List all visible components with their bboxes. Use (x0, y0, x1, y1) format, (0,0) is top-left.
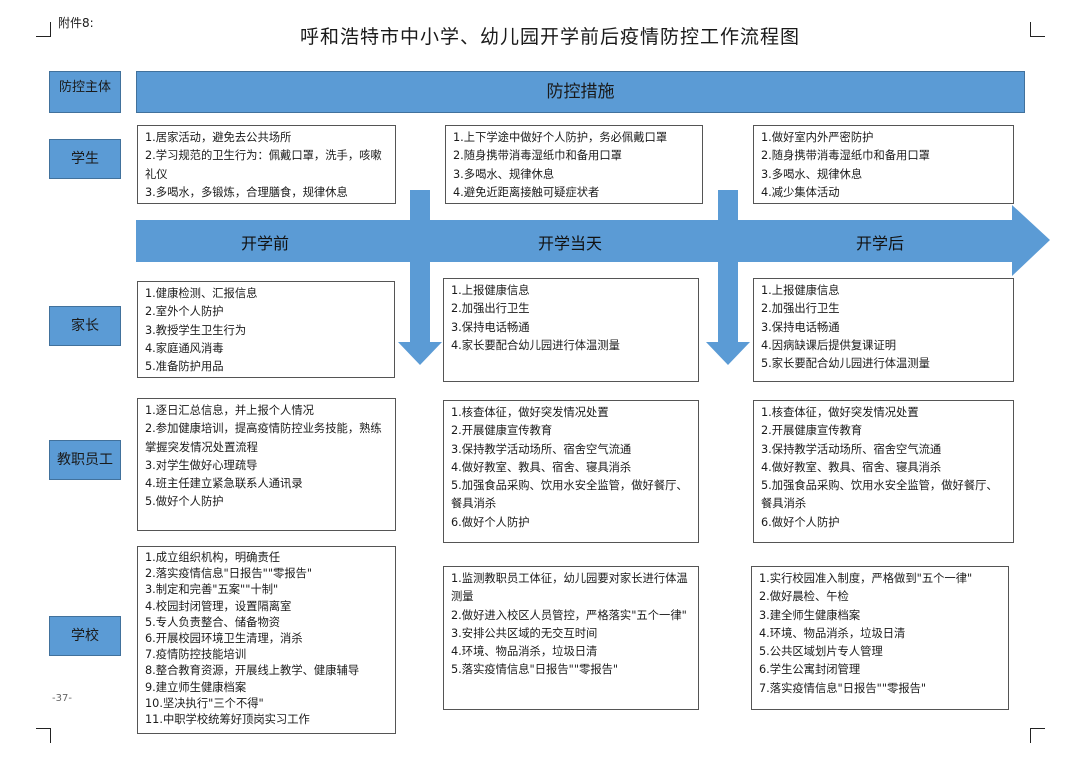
timeline-label-day: 开学当天 (537, 234, 602, 253)
students-day-box: 1.上下学途中做好个人防护，务必佩戴口罩 2.随身携带消毒湿纸巾和备用口罩 3.… (445, 125, 703, 204)
list-item: 5.专人负责整合、储备物资 (145, 615, 281, 629)
list-item: 3.多喝水，多锻炼，合理膳食，规律休息 (145, 185, 348, 199)
list-item: 6.开展校园环境卫生清理，消杀 (145, 632, 303, 646)
list-item: 1.上下学途中做好个人防护，务必佩戴口罩 (453, 131, 668, 144)
staff-after-box: 1.核查体征，做好突发情况处置 2.开展健康宣传教育 3.保持教学活动场所、宿舍… (753, 400, 1014, 543)
list-item: 2.落实疫情信息"日报告""零报告" (145, 567, 313, 581)
down-arrow-2 (706, 190, 750, 365)
list-item: 4.家长要配合幼儿园进行体温测量 (451, 338, 620, 352)
list-item: 1.实行校园准入制度，严格做到"五个一律" (759, 572, 973, 585)
subject-header: 防控主体 (49, 71, 121, 113)
students-after-box: 1.做好室内外严密防护 2.随身携带消毒湿纸巾和备用口罩 3.多喝水、规律休息 … (753, 125, 1014, 204)
list-item: 1.核查体征，做好突发情况处置 (451, 406, 609, 419)
list-item: 3.保持教学活动场所、宿舍空气流通 (451, 442, 632, 456)
page-title: 呼和浩特市中小学、幼儿园开学前后疫情防控工作流程图 (299, 26, 800, 48)
list-item: 3.对学生做好心理疏导 (145, 458, 258, 472)
crop-mark-top-left (36, 22, 51, 37)
attachment-label: 附件8: (58, 16, 94, 30)
list-item: 1.上报健康信息 (451, 284, 530, 297)
list-item: 6.做好个人防护 (451, 515, 530, 529)
list-item: 6.学生公寓封闭管理 (759, 663, 861, 677)
list-item: 4.避免近距离接触可疑症状者 (453, 185, 600, 199)
list-item: 3.安排公共区域的无交互时间 (451, 626, 598, 640)
list-item: 3.保持电话畅通 (451, 320, 530, 334)
list-item: 4.减少集体活动 (761, 185, 840, 199)
list-item: 3.建全师生健康档案 (759, 608, 861, 622)
list-item: 3.多喝水、规律休息 (761, 167, 863, 181)
list-item: 2.做好进入校区人员管控，严格落实"五个一律" (451, 608, 687, 622)
parents-before-box: 1.健康检测、汇报信息 2.室外个人防护 3.教授学生卫生行为 4.家庭通风消毒… (137, 281, 395, 378)
list-item: 11.中职学校统筹好顶岗实习工作 (145, 713, 310, 727)
list-item: 5.做好个人防护 (145, 495, 224, 509)
list-item: 4.班主任建立紧急联系人通讯录 (145, 477, 303, 491)
list-item: 1.健康检测、汇报信息 (145, 287, 258, 300)
timeline-label-after: 开学后 (855, 234, 904, 253)
crop-mark-bottom-left (36, 728, 51, 743)
list-item: 2.学习规范的卫生行为：佩戴口罩，洗手，咳嗽礼仪 (145, 149, 382, 181)
list-item: 4.做好教室、教具、宿舍、寝具消杀 (761, 460, 942, 474)
timeline-label-before: 开学前 (240, 234, 289, 253)
list-item: 4.环境、物品消杀，垃圾日清 (759, 626, 906, 640)
list-item: 5.公共区域划片专人管理 (759, 645, 883, 659)
list-item: 2.室外个人防护 (145, 305, 224, 319)
crop-mark-bottom-right (1030, 728, 1045, 743)
subject-students: 学生 (49, 139, 121, 179)
list-item: 5.准备防护用品 (145, 360, 224, 374)
list-item: 2.开展健康宣传教育 (451, 424, 553, 438)
list-item: 4.家庭通风消毒 (145, 341, 224, 355)
school-after-box: 1.实行校园准入制度，严格做到"五个一律" 2.做好晨检、午检 3.建全师生健康… (751, 566, 1009, 710)
list-item: 6.做好个人防护 (761, 515, 840, 529)
subject-staff: 教职员工 (49, 440, 121, 480)
parents-after-box: 1.上报健康信息 2.加强出行卫生 3.保持电话畅通 4.因病缺课后提供复课证明… (753, 278, 1014, 382)
list-item: 4.因病缺课后提供复课证明 (761, 338, 897, 352)
subject-parents: 家长 (49, 306, 121, 346)
list-item: 1.居家活动，避免去公共场所 (145, 131, 292, 144)
list-item: 9.建立师生健康档案 (145, 680, 247, 694)
list-item: 10.坚决执行"三个不得" (145, 696, 264, 710)
list-item: 3.保持电话畅通 (761, 320, 840, 334)
list-item: 1.成立组织机构，明确责任 (145, 551, 281, 564)
list-item: 5.加强食品采购、饮用水安全监管，做好餐厅、餐具消杀 (451, 479, 688, 511)
list-item: 1.监测教职员工体征，幼儿园要对家长进行体温测量 (451, 572, 688, 604)
list-item: 2.加强出行卫生 (451, 302, 530, 316)
down-arrow-1 (398, 190, 442, 365)
staff-before-box: 1.逐日汇总信息，并上报个人情况 2.参加健康培训，提高疫情防控业务技能，熟练掌… (137, 398, 396, 531)
page-number: -37- (52, 693, 72, 704)
subject-school: 学校 (49, 616, 121, 656)
list-item: 8.整合教育资源，开展线上教学、健康辅导 (145, 664, 360, 678)
list-item: 4.做好教室、教具、宿舍、寝具消杀 (451, 460, 632, 474)
list-item: 2.随身携带消毒湿纸巾和备用口罩 (761, 149, 930, 163)
timeline-arrow (136, 205, 1050, 276)
list-item: 7.落实疫情信息"日报告""零报告" (759, 681, 927, 695)
list-item: 2.做好晨检、午检 (759, 590, 849, 604)
list-item: 2.随身携带消毒湿纸巾和备用口罩 (453, 149, 622, 163)
list-item: 5.落实疫情信息"日报告""零报告" (451, 663, 619, 677)
list-item: 5.家长要配合幼儿园进行体温测量 (761, 357, 930, 371)
measures-header: 防控措施 (136, 71, 1025, 113)
list-item: 1.上报健康信息 (761, 284, 840, 297)
students-before-box: 1.居家活动，避免去公共场所 2.学习规范的卫生行为：佩戴口罩，洗手，咳嗽礼仪 … (137, 125, 396, 204)
list-item: 1.逐日汇总信息，并上报个人情况 (145, 404, 314, 417)
school-day-box: 1.监测教职员工体征，幼儿园要对家长进行体温测量 2.做好进入校区人员管控，严格… (443, 566, 699, 710)
crop-mark-top-right (1030, 22, 1045, 37)
list-item: 3.保持教学活动场所、宿舍空气流通 (761, 442, 942, 456)
parents-day-box: 1.上报健康信息 2.加强出行卫生 3.保持电话畅通 4.家长要配合幼儿园进行体… (443, 278, 699, 382)
list-item: 2.开展健康宣传教育 (761, 424, 863, 438)
list-item: 2.参加健康培训，提高疫情防控业务技能，熟练掌握突发情况处置流程 (145, 422, 382, 454)
list-item: 3.教授学生卫生行为 (145, 323, 247, 337)
list-item: 7.疫情防控技能培训 (145, 648, 247, 662)
staff-day-box: 1.核查体征，做好突发情况处置 2.开展健康宣传教育 3.保持教学活动场所、宿舍… (443, 400, 699, 543)
list-item: 4.校园封闭管理，设置隔离室 (145, 599, 292, 613)
list-item: 5.加强食品采购、饮用水安全监管，做好餐厅、餐具消杀 (761, 479, 998, 511)
list-item: 1.做好室内外严密防护 (761, 131, 874, 144)
list-item: 2.加强出行卫生 (761, 302, 840, 316)
list-item: 1.核查体征，做好突发情况处置 (761, 406, 919, 419)
list-item: 4.环境、物品消杀，垃圾日清 (451, 645, 598, 659)
list-item: 3.多喝水、规律休息 (453, 167, 555, 181)
school-before-box: 1.成立组织机构，明确责任 2.落实疫情信息"日报告""零报告" 3.制定和完善… (137, 546, 396, 734)
list-item: 3.制定和完善"五案""十制" (145, 583, 279, 597)
